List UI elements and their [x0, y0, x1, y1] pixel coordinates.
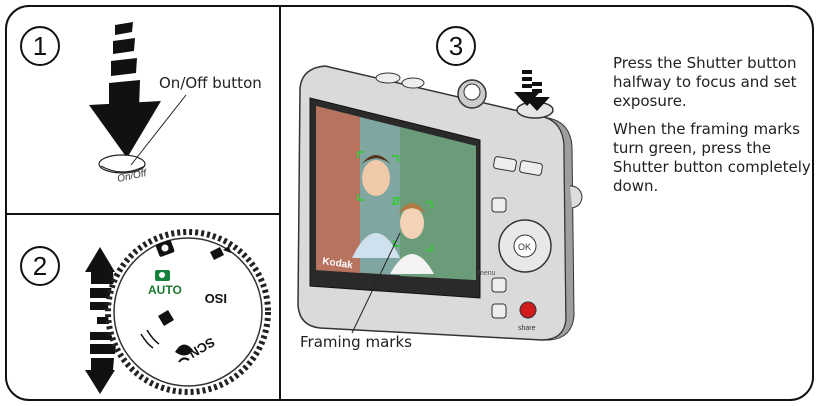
shutter-instructions: Press the Shutter button halfway to focu… — [613, 54, 813, 205]
on-off-button-label: On/Off button — [159, 74, 262, 93]
press-down-arrow-icon — [89, 22, 161, 158]
dial-auto-label: AUTO — [148, 283, 182, 297]
on-off-illustration: On/Off — [5, 5, 277, 210]
instruction-step-1: Press the Shutter button halfway to focu… — [613, 54, 813, 111]
mode-dial: AUTO ISO SCN — [108, 232, 268, 392]
menu-button-label: menu — [478, 270, 496, 277]
dial-iso-label: ISO — [205, 291, 227, 306]
ok-button-label: OK — [518, 242, 531, 252]
share-button-label: share — [518, 325, 536, 332]
framing-marks-label: Framing marks — [300, 333, 412, 352]
instruction-step-2: When the framing marks turn green, press… — [613, 120, 813, 196]
camera-illustration: Kodak OK menu share — [280, 48, 610, 348]
mode-dial-illustration: AUTO ISO SCN — [5, 212, 277, 402]
